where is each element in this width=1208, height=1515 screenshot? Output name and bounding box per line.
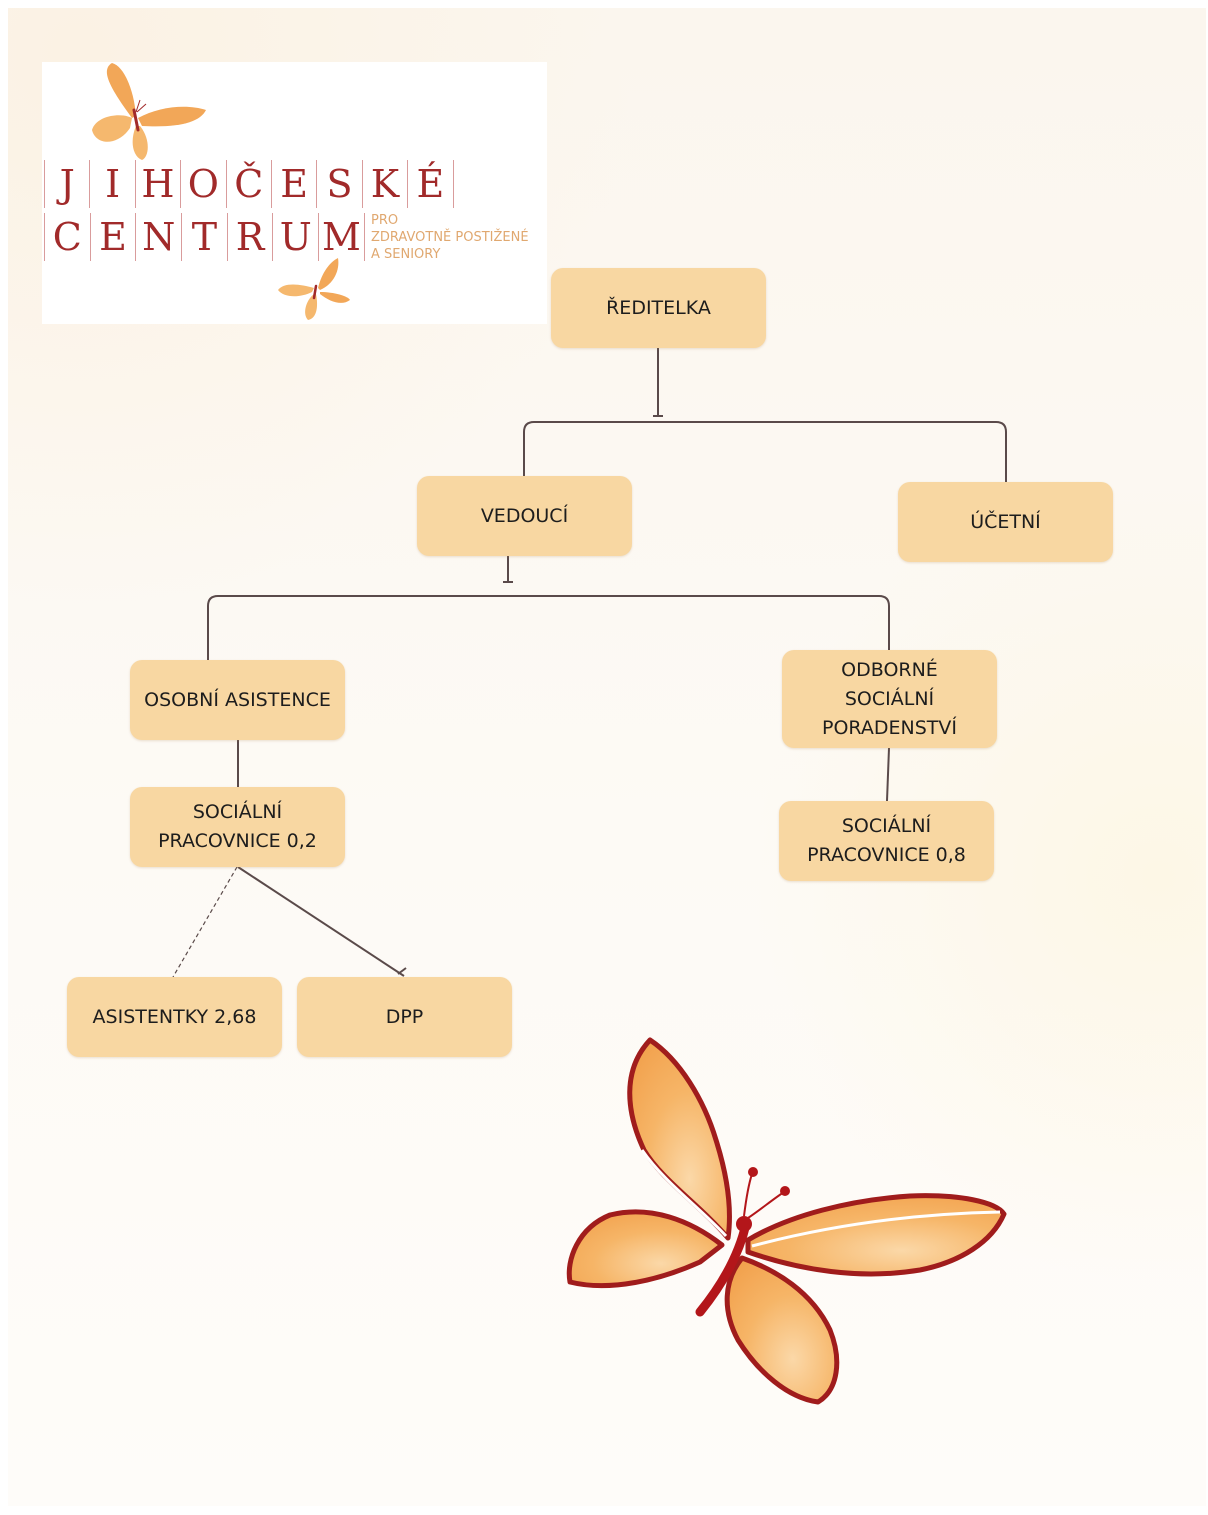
node-ucetni: ÚČETNÍ bbox=[898, 482, 1113, 562]
logo-letter: T bbox=[181, 213, 227, 261]
node-reditelka: ŘEDITELKA bbox=[551, 268, 766, 348]
logo-letter: K bbox=[361, 160, 407, 208]
connector-top-branch bbox=[523, 421, 1007, 482]
logo-tagline-line: A SENIORY bbox=[371, 247, 441, 262]
logo-letter: R bbox=[226, 213, 273, 261]
connector-dpp-tick bbox=[397, 967, 407, 975]
connector-poradenstvi-to-socialni bbox=[886, 747, 890, 802]
node-label: ASISTENTKY 2,68 bbox=[92, 1005, 257, 1028]
logo-letter: I bbox=[89, 160, 134, 208]
logo-letter: O bbox=[180, 160, 225, 208]
connector-socialni-to-asistentky-dashed bbox=[172, 866, 238, 978]
node-osobni-asistence: OSOBNÍ ASISTENCE bbox=[130, 660, 345, 740]
node-label-line: PRACOVNICE 0,2 bbox=[158, 830, 317, 852]
logo-butterfly-bottom-icon bbox=[278, 258, 350, 320]
logo-wordmark-line-2: C E N T R U M bbox=[44, 213, 365, 261]
logo-tagline-line: ZDRAVOTNĚ POSTIŽENÉ bbox=[371, 230, 529, 245]
node-label: VEDOUCÍ bbox=[480, 504, 569, 527]
node-socialni-pracovnice-0-8: SOCIÁLNÍ PRACOVNICE 0,8 bbox=[779, 801, 994, 881]
logo-letter: H bbox=[134, 160, 180, 208]
connector-second-branch bbox=[207, 595, 890, 660]
node-label: OSOBNÍ ASISTENCE bbox=[144, 688, 331, 711]
logo-letter: Č bbox=[225, 160, 271, 208]
node-dpp: DPP bbox=[297, 977, 512, 1057]
node-label: ŘEDITELKA bbox=[606, 296, 711, 319]
logo-letter: N bbox=[135, 213, 181, 261]
node-socialni-pracovnice-0-2: SOCIÁLNÍ PRACOVNICE 0,2 bbox=[130, 787, 345, 867]
logo-letter: E bbox=[89, 213, 136, 261]
node-label-line: ODBORNÉ bbox=[841, 658, 938, 681]
node-odborne-socialni-poradenstvi: ODBORNÉ SOCIÁLNÍ PORADENSTVÍ bbox=[782, 650, 997, 748]
node-label-line: SOCIÁLNÍ bbox=[192, 801, 283, 823]
logo-letter: C bbox=[44, 213, 90, 261]
logo-letter: E bbox=[270, 160, 316, 208]
logo-wordmark-line-1: J I H O Č E S K É bbox=[44, 160, 454, 208]
node-label: ÚČETNÍ bbox=[970, 510, 1041, 533]
node-label-line: SOCIÁLNÍ bbox=[841, 815, 932, 837]
logo-letter: S bbox=[316, 160, 361, 208]
node-label-line: PRACOVNICE 0,8 bbox=[807, 844, 966, 866]
logo-letter: É bbox=[407, 160, 454, 208]
logo-tagline-line: PRO bbox=[371, 213, 399, 228]
node-label-line: SOCIÁLNÍ bbox=[844, 687, 935, 710]
node-label-line: PORADENSTVÍ bbox=[822, 716, 957, 739]
node-label: DPP bbox=[385, 1005, 424, 1028]
node-asistentky: ASISTENTKY 2,68 bbox=[67, 977, 282, 1057]
connector-socialni-to-dpp bbox=[237, 866, 405, 977]
logo-letter: U bbox=[272, 213, 318, 261]
logo-butterfly-top-icon bbox=[92, 63, 206, 160]
logo-letter: M bbox=[318, 213, 365, 261]
logo-letter: J bbox=[44, 160, 89, 208]
logo-tagline: PRO ZDRAVOTNĚ POSTIŽENÉ A SENIORY bbox=[371, 212, 561, 263]
node-vedouci: VEDOUCÍ bbox=[417, 476, 632, 556]
